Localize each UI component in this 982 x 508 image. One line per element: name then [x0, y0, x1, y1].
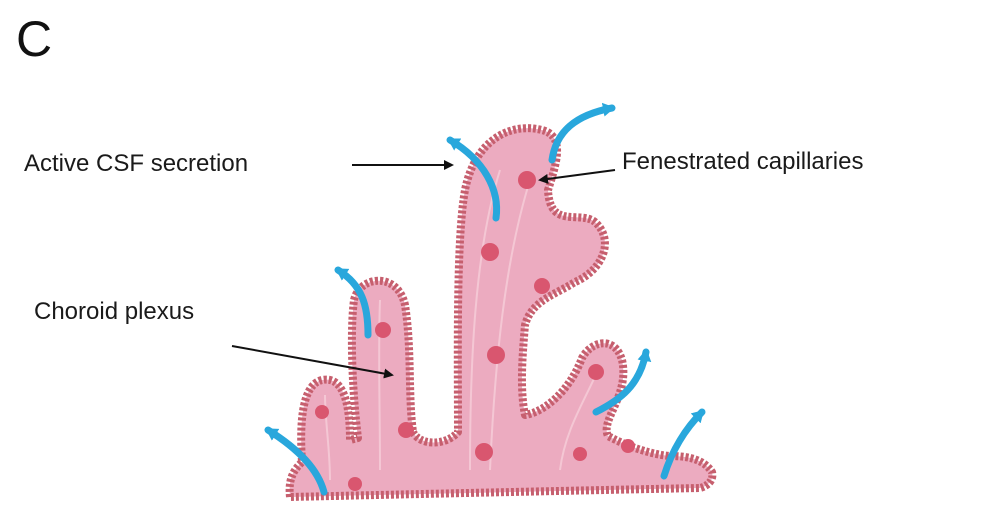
choroid-plexus-tissue [290, 128, 713, 497]
capillary [573, 447, 587, 461]
capillary [315, 405, 329, 419]
capillary [475, 443, 493, 461]
capillary [398, 422, 414, 438]
capillary [534, 278, 550, 294]
capillary [481, 243, 499, 261]
capillary [375, 322, 391, 338]
capillary [487, 346, 505, 364]
capillary [588, 364, 604, 380]
capillary [621, 439, 635, 453]
capillary [518, 171, 536, 189]
capillary [348, 477, 362, 491]
